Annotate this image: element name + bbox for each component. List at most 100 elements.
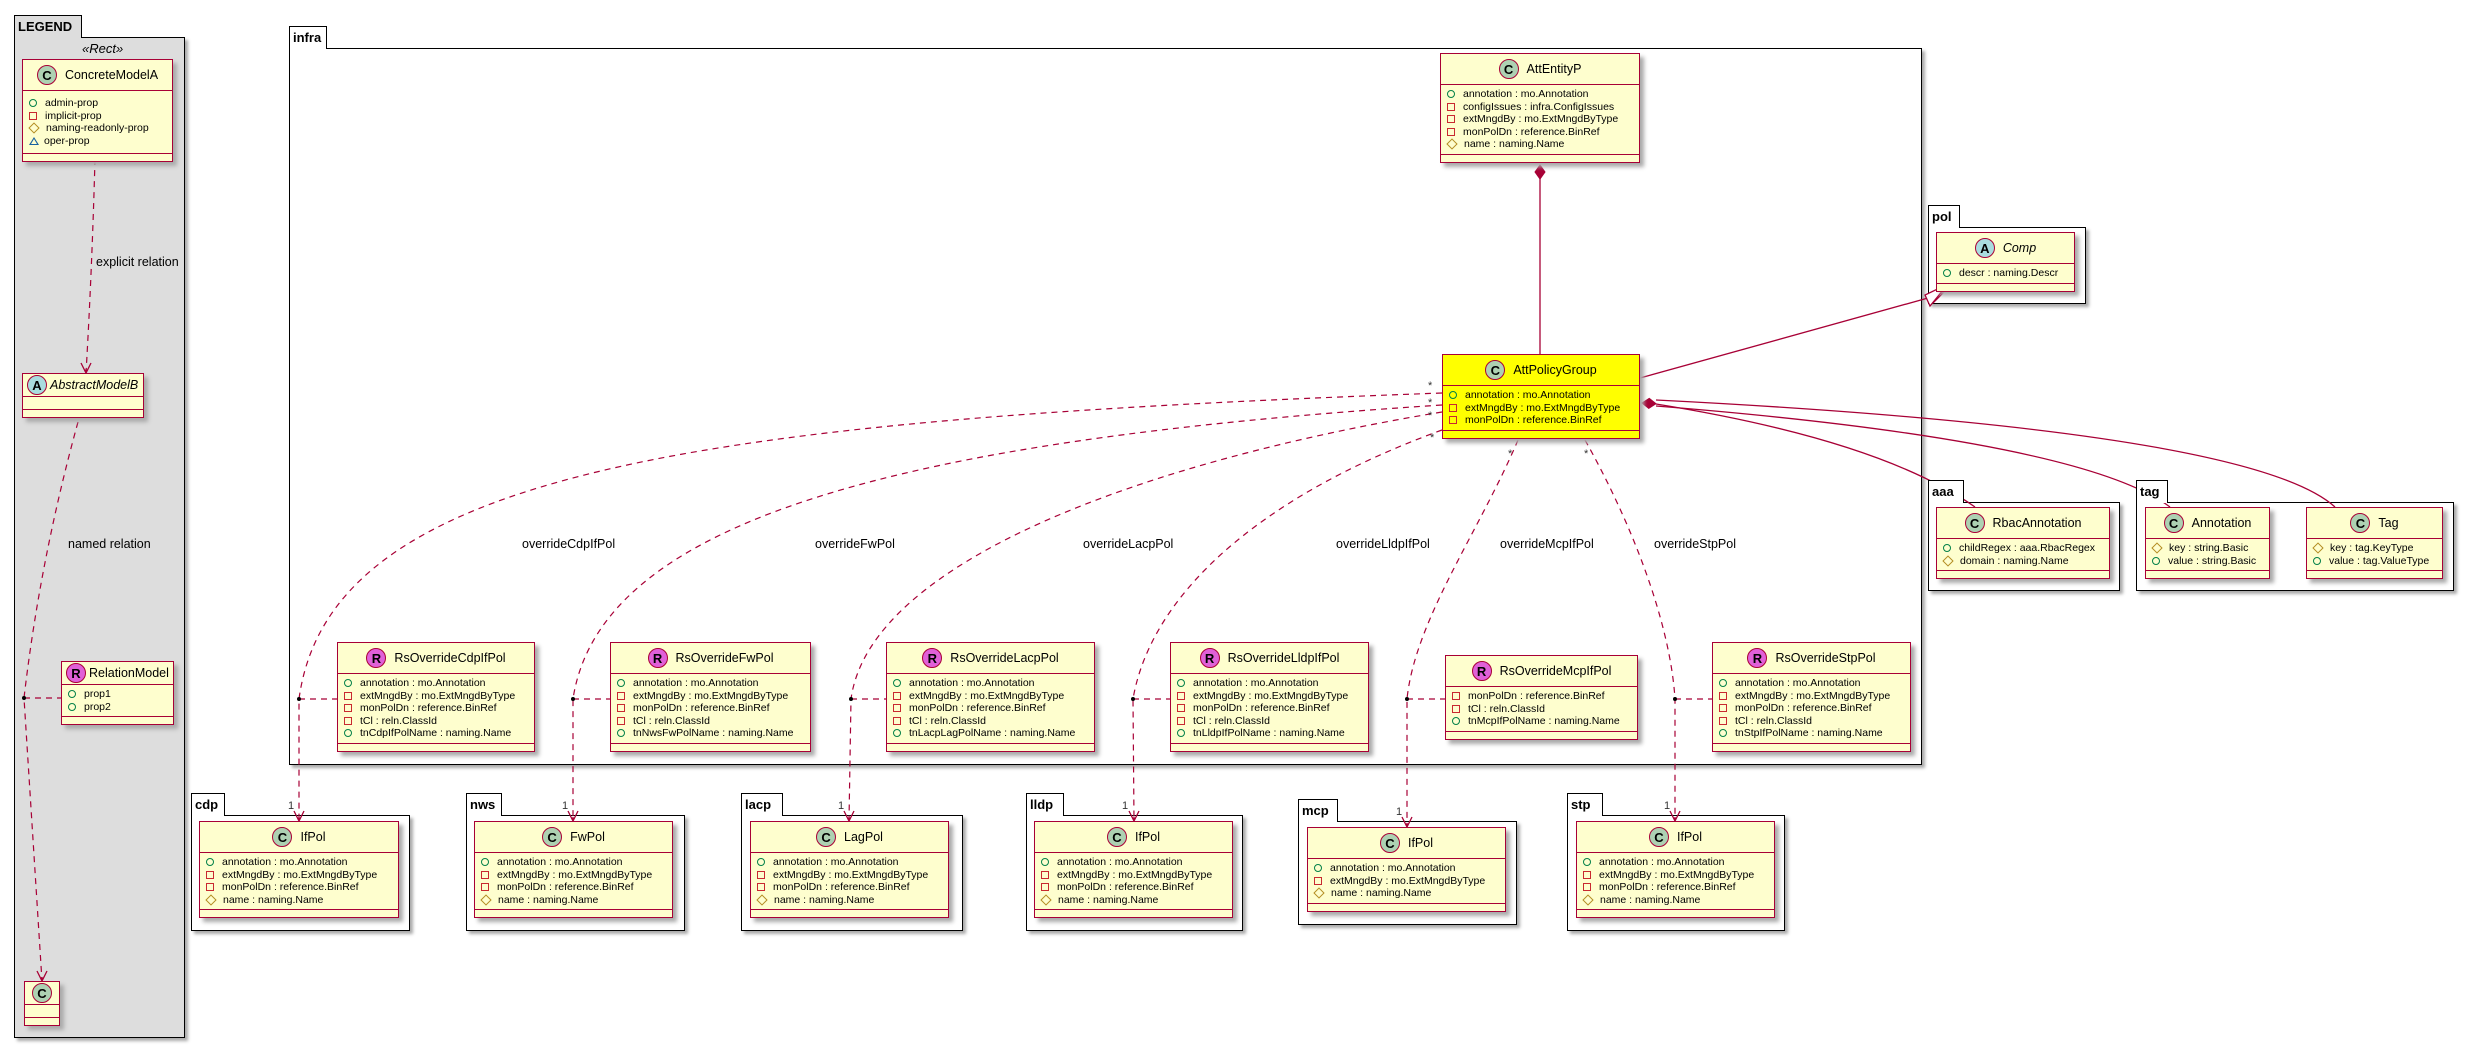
- attribute-text: value : string.Basic: [2168, 554, 2257, 567]
- attribute-row: implicit-prop: [29, 110, 166, 123]
- public-visibility-icon: [893, 679, 901, 688]
- package-tab-lacp: lacp: [741, 793, 783, 816]
- attribute-text: name : naming.Name: [1058, 893, 1159, 906]
- source-multiplicity: *: [1430, 432, 1435, 444]
- private-visibility-icon: [206, 883, 214, 892]
- class-name: RsOverrideLacpPol: [950, 651, 1059, 665]
- package-tab-infra: infra: [289, 26, 327, 49]
- public-visibility-icon: [1177, 729, 1185, 738]
- class-header: C: [25, 982, 59, 1005]
- attribute-text: prop1: [84, 688, 111, 701]
- class-methods: [611, 744, 810, 751]
- attribute-text: annotation : mo.Annotation: [1193, 677, 1319, 690]
- relation-label-lacp: overrideLacpPol: [1083, 537, 1174, 551]
- public-visibility-icon: [1719, 679, 1727, 688]
- attribute-row: extMngdBy : mo.ExtMngdByType: [206, 869, 392, 882]
- attribute-row: key : tag.KeyType: [2312, 542, 2436, 555]
- attribute-row: configIssues : infra.ConfigIssues: [1447, 101, 1633, 114]
- association-dot: [849, 697, 853, 701]
- attribute-text: annotation : mo.Annotation: [1330, 862, 1456, 875]
- protected-visibility-icon: [1446, 138, 1458, 150]
- relation-label-mcp: overrideMcpIfPol: [1500, 537, 1594, 551]
- attribute-row: annotation : mo.Annotation: [757, 856, 942, 869]
- target-multiplicity: 1: [1664, 800, 1671, 812]
- class-methods: [200, 910, 398, 917]
- protected-visibility-icon: [2312, 542, 2324, 554]
- package-tab-stp: stp: [1567, 793, 1603, 816]
- class-name: Annotation: [2191, 516, 2252, 530]
- legend-stereotype: «Rect»: [82, 41, 124, 56]
- private-visibility-icon: [206, 870, 214, 879]
- attribute-row: extMngdBy : mo.ExtMngdByType: [344, 690, 528, 703]
- attribute-text: annotation : mo.Annotation: [909, 677, 1035, 690]
- attribute-row: annotation : mo.Annotation: [893, 677, 1088, 690]
- attribute-row: tCl : reln.ClassId: [617, 715, 804, 728]
- attribute-row: annotation : mo.Annotation: [1177, 677, 1362, 690]
- attribute-text: tCl : reln.ClassId: [1468, 702, 1546, 715]
- public-visibility-icon: [1583, 858, 1591, 867]
- target-multiplicity: 1: [1396, 806, 1403, 818]
- attribute-text: childRegex : aaa.RbacRegex: [1959, 542, 2095, 555]
- source-multiplicity: *: [1584, 448, 1589, 460]
- package-tab-lldp: lldp: [1026, 793, 1064, 816]
- class-icon: C: [32, 983, 52, 1003]
- package-visibility-icon: [29, 136, 39, 145]
- attribute-text: annotation : mo.Annotation: [1599, 856, 1725, 869]
- class-icon: C: [36, 65, 57, 85]
- attribute-text: name : naming.Name: [1464, 138, 1565, 151]
- class-lg-c[interactable]: C: [24, 981, 60, 1026]
- relation-line-mcp: [1406, 439, 1519, 827]
- class-attributes: [25, 1005, 59, 1018]
- private-visibility-icon: [481, 870, 489, 879]
- attribute-row: tnNwsFwPolName : naming.Name: [617, 727, 804, 740]
- attribute-text: monPolDn : reference.BinRef: [1599, 881, 1736, 894]
- attribute-text: monPolDn : reference.BinRef: [222, 881, 359, 894]
- protected-visibility-icon: [1040, 894, 1052, 906]
- attribute-row: name : naming.Name: [480, 894, 666, 907]
- class-icon: C: [1106, 827, 1127, 847]
- class-icon: C: [272, 827, 293, 847]
- package-tab-legend: LEGEND: [14, 15, 82, 38]
- attribute-text: annotation : mo.Annotation: [1463, 88, 1589, 101]
- attribute-text: monPolDn : reference.BinRef: [1465, 414, 1602, 427]
- attribute-row: tnLldpIfPolName : naming.Name: [1177, 727, 1362, 740]
- attribute-row: monPolDn : reference.BinRef: [1452, 690, 1631, 703]
- public-visibility-icon: [2152, 556, 2160, 565]
- attribute-row: tCl : reln.ClassId: [893, 715, 1088, 728]
- class-name: RelationModel: [89, 666, 169, 680]
- class-attributes: [23, 397, 143, 410]
- attribute-row: descr : naming.Descr: [1943, 267, 2068, 280]
- private-visibility-icon: [617, 691, 625, 700]
- class-name: LagPol: [844, 830, 883, 844]
- attribute-row: extMngdBy : mo.ExtMngdByType: [1314, 875, 1499, 888]
